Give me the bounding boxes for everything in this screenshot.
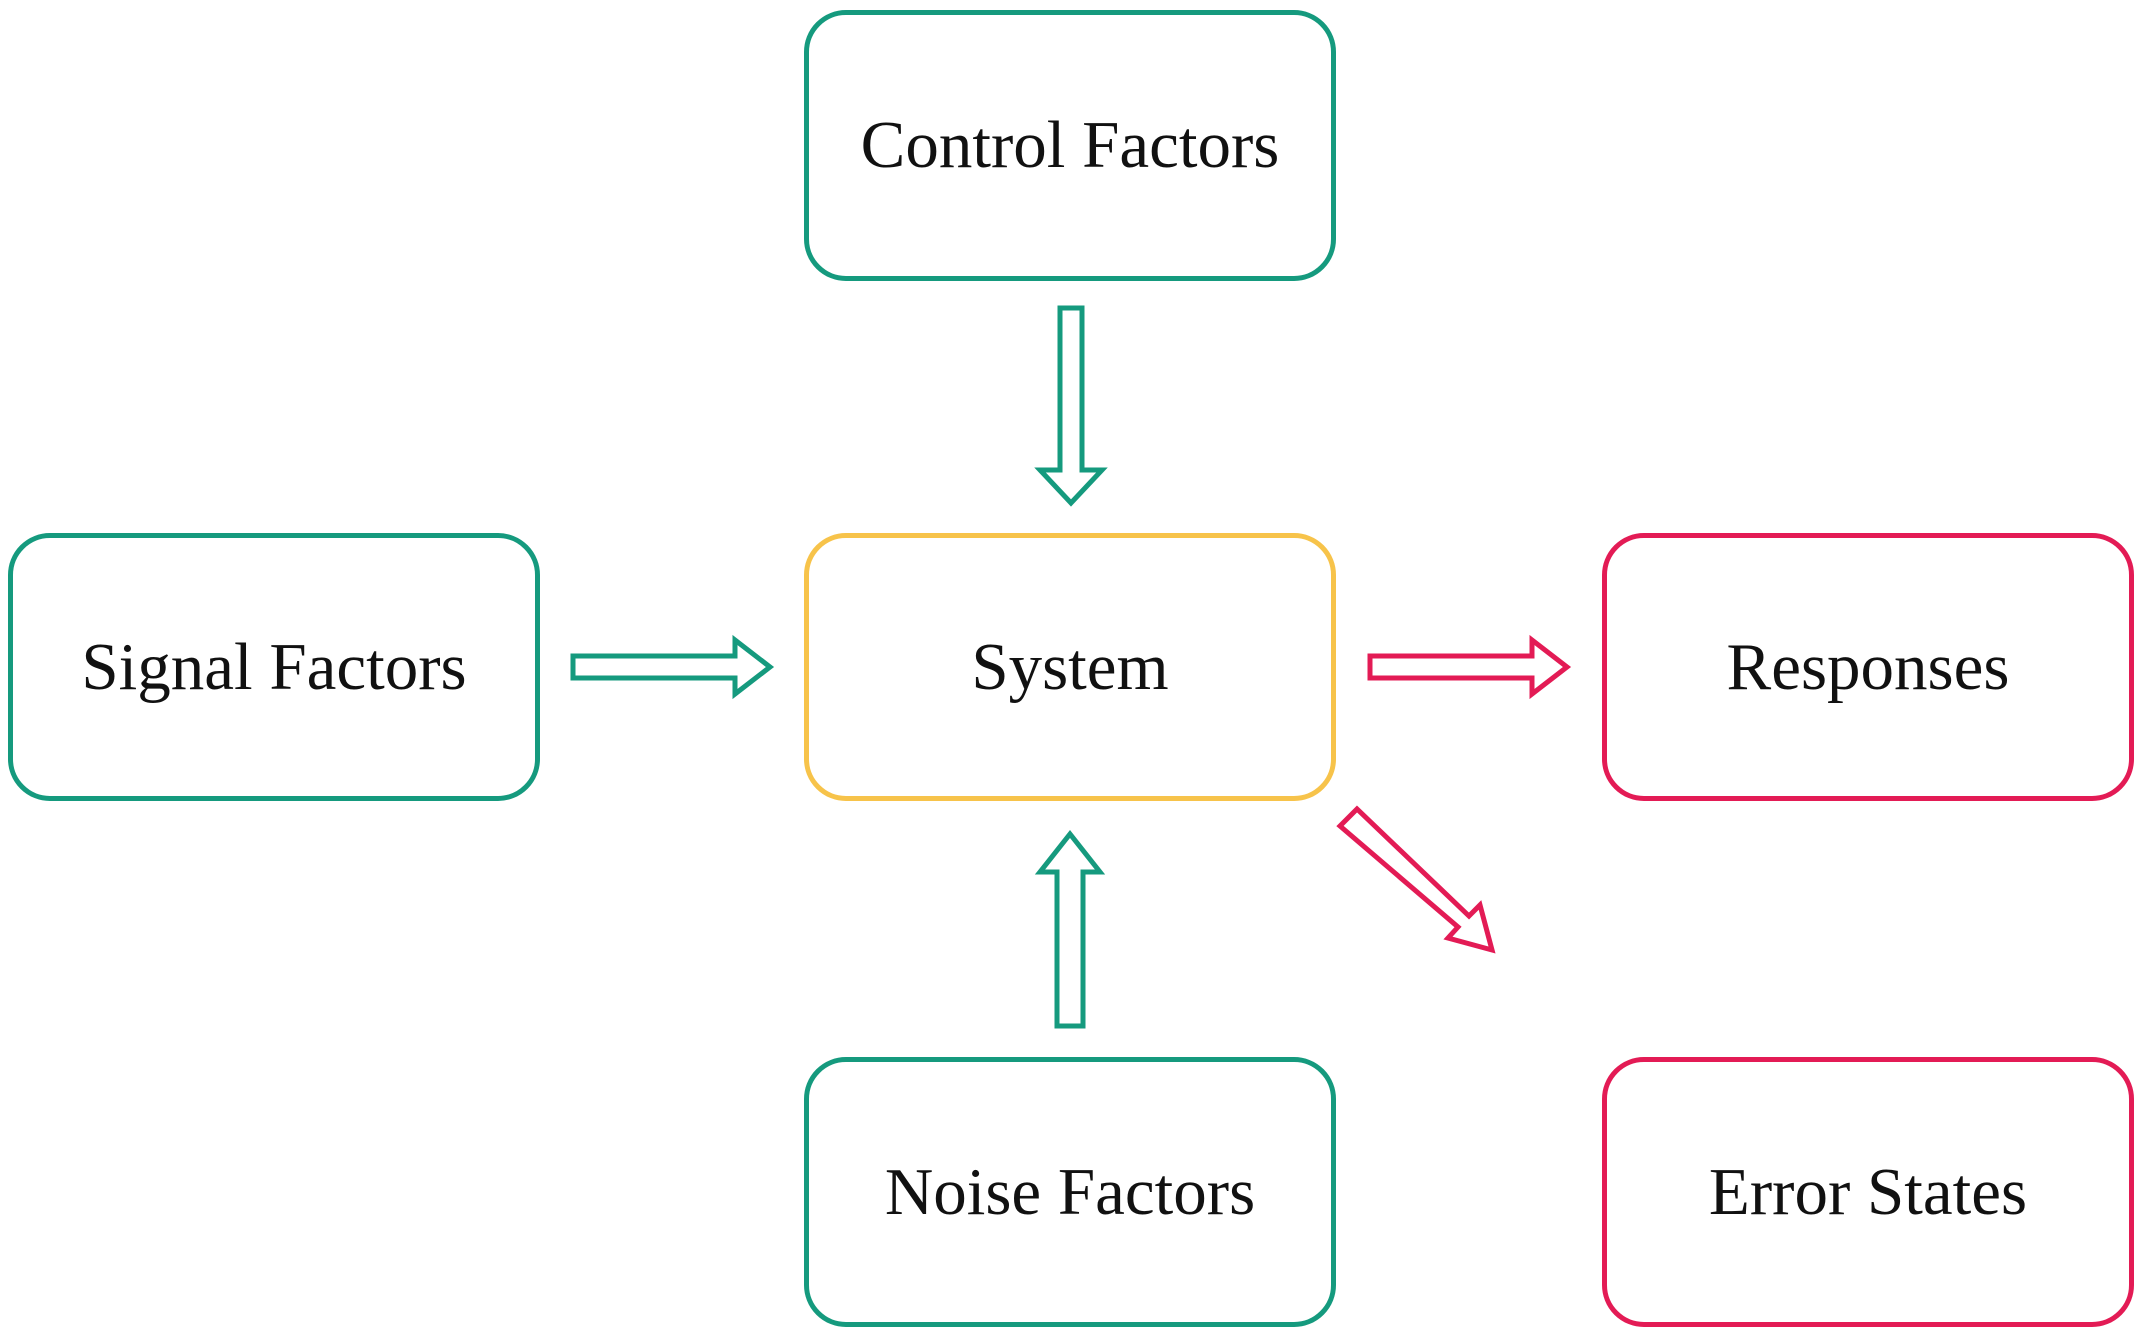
noise-factors-label: Noise Factors — [884, 1154, 1256, 1229]
arrow-system-to-responses — [1367, 634, 1572, 700]
control-factors-box: Control Factors — [804, 10, 1336, 281]
signal-factors-box: Signal Factors — [8, 533, 540, 801]
noise-factors-box: Noise Factors — [804, 1057, 1336, 1327]
arrow-control-to-system — [1034, 305, 1108, 507]
responses-label: Responses — [1726, 629, 2010, 704]
control-factors-label: Control Factors — [860, 108, 1280, 182]
error-states-box: Error States — [1602, 1057, 2134, 1327]
system-label: System — [971, 629, 1169, 704]
arrow-system-to-error-states — [1336, 805, 1496, 954]
arrow-signal-to-system — [570, 634, 775, 700]
error-states-label: Error States — [1708, 1154, 2028, 1229]
responses-box: Responses — [1602, 533, 2134, 801]
arrow-noise-to-system — [1034, 829, 1106, 1029]
system-box: System — [804, 533, 1336, 801]
signal-factors-label: Signal Factors — [81, 629, 467, 704]
